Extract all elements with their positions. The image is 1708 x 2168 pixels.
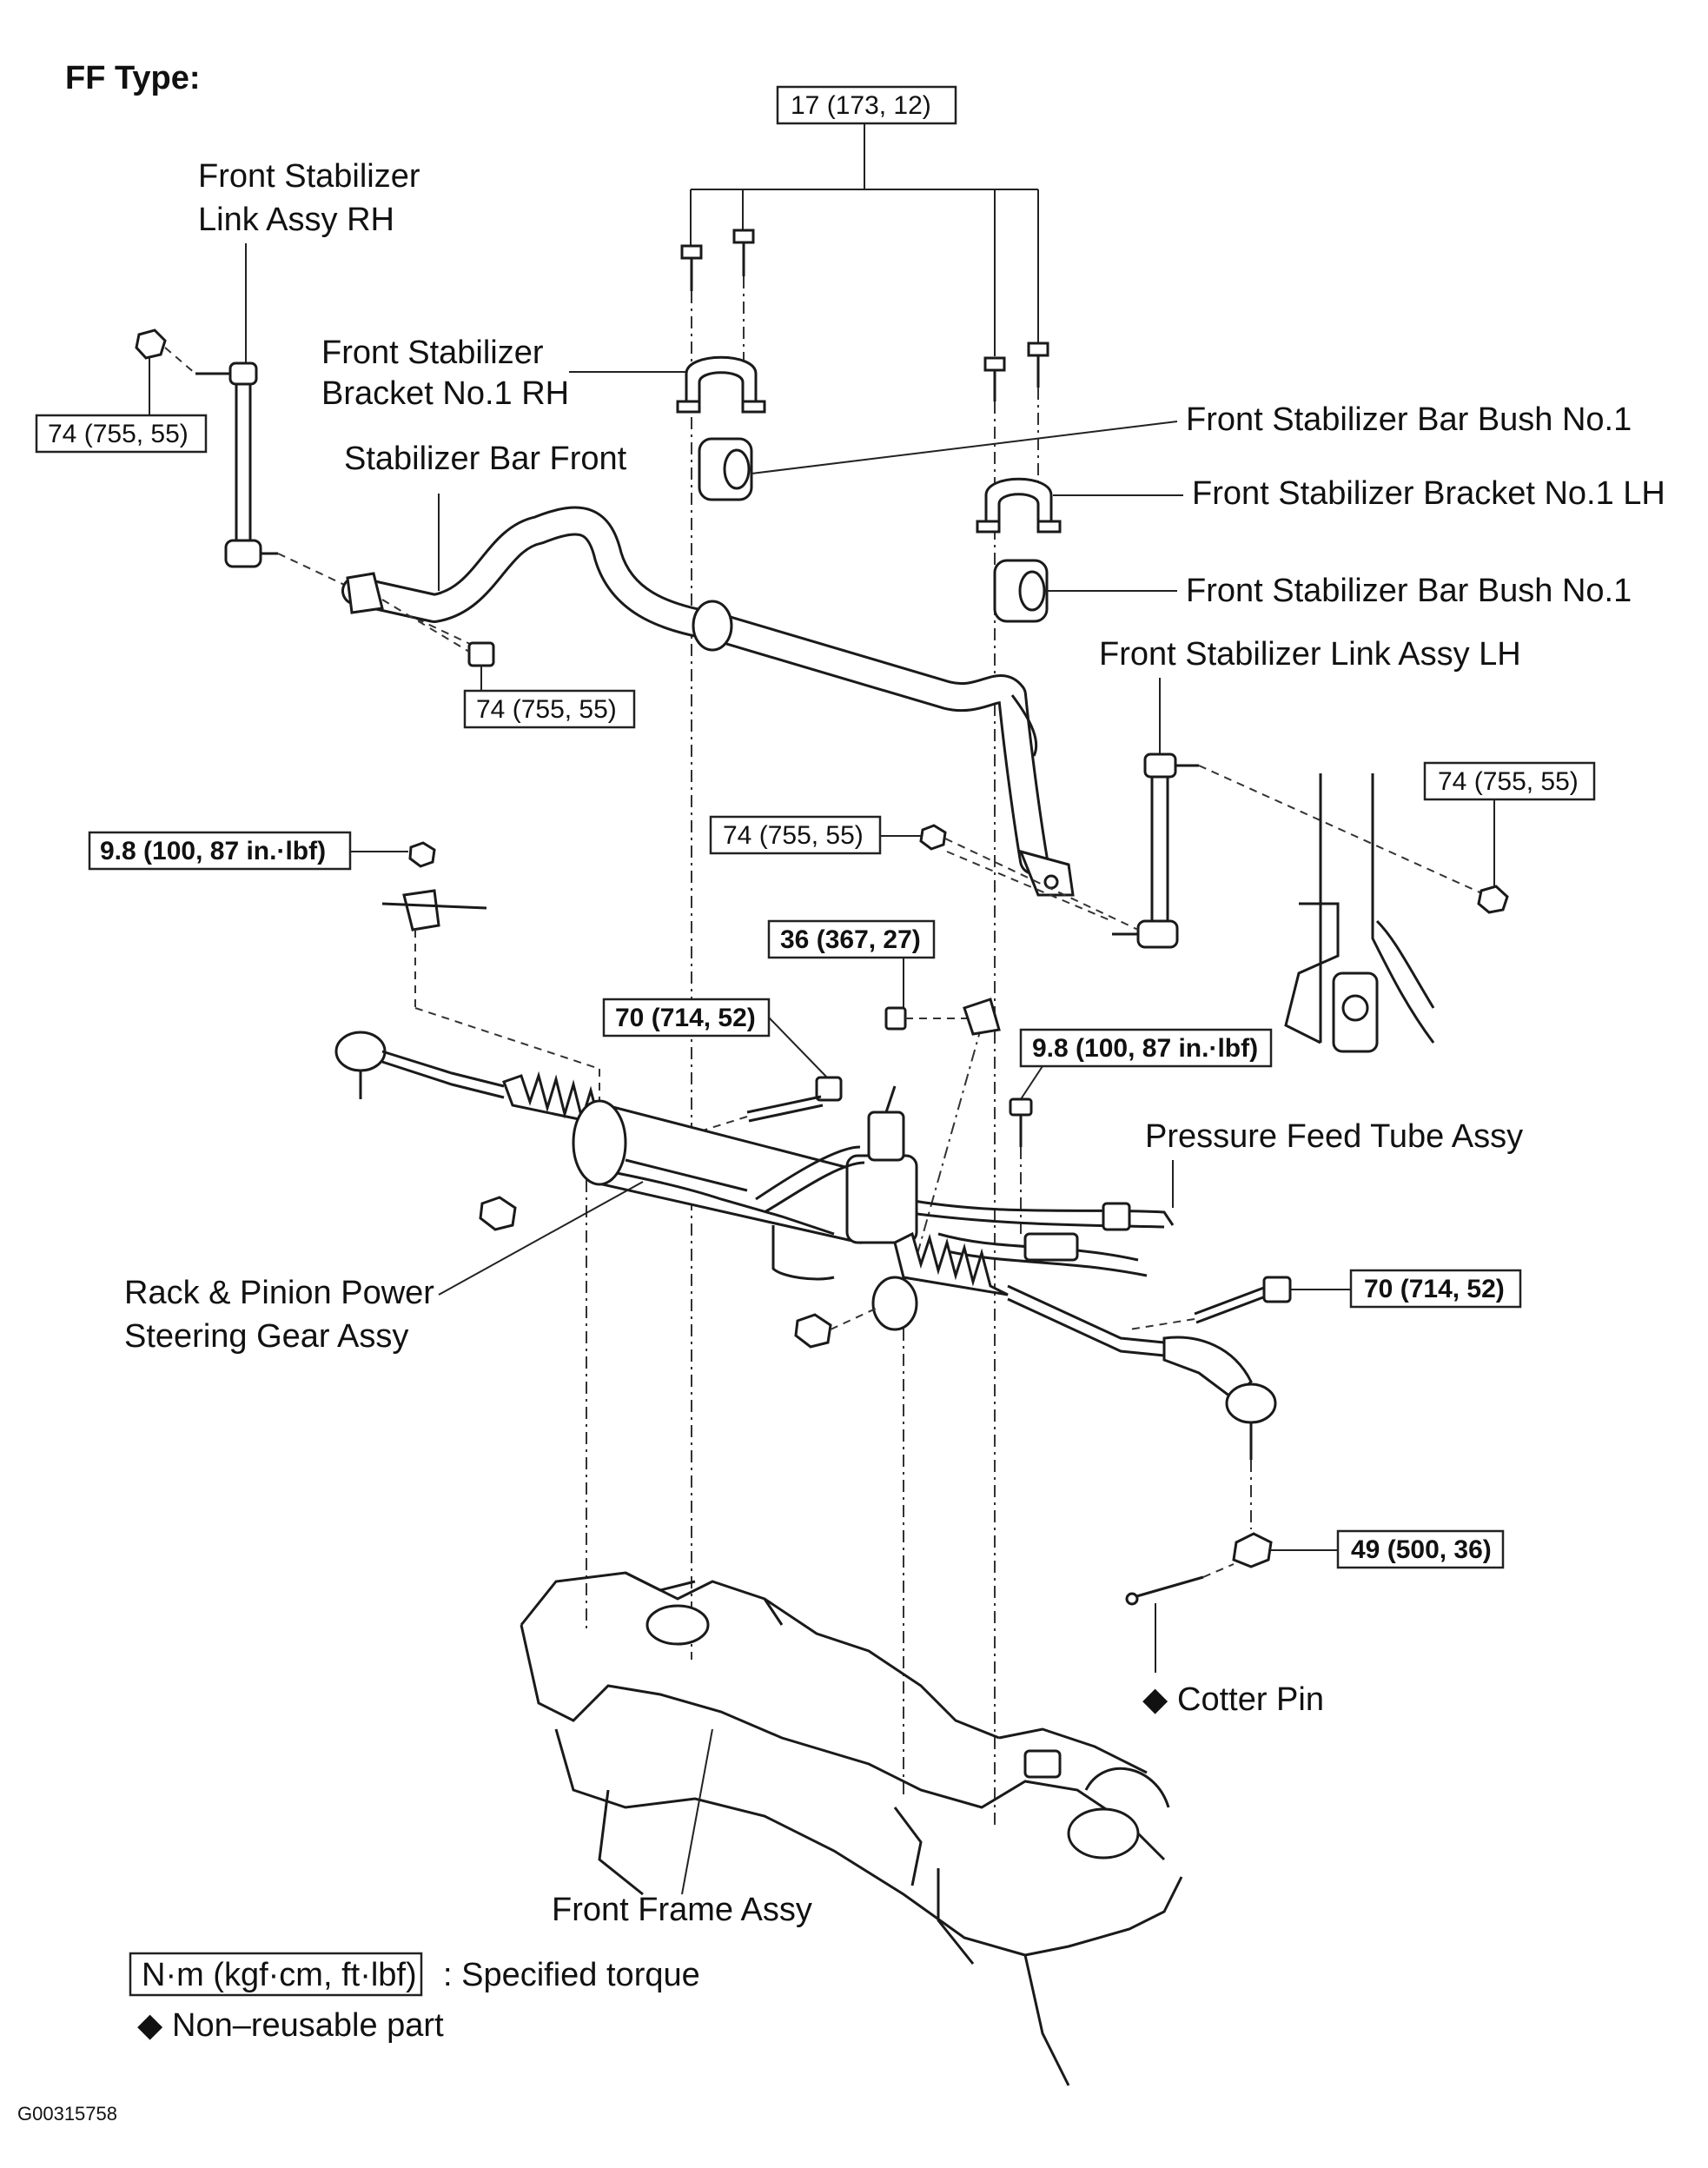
svg-text:74 (755, 55): 74 (755, 55) xyxy=(476,695,617,724)
stabilizer-link-rh xyxy=(195,361,278,568)
nut-bar-mid xyxy=(467,641,495,667)
label-bracket-rh-line1: Front Stabilizer xyxy=(321,335,544,371)
torque-box-bar-lh: 74 (755, 55) xyxy=(709,815,882,855)
alignment-lines xyxy=(586,276,1039,1825)
front-frame xyxy=(520,1571,1183,2086)
svg-text:N·m (kgf·cm, ft·lbf): N·m (kgf·cm, ft·lbf) xyxy=(142,1957,417,1993)
label-rack-line1: Rack & Pinion Power xyxy=(124,1275,434,1311)
bolt-lh-1 xyxy=(983,356,1006,401)
svg-text:70 (714, 52): 70 (714, 52) xyxy=(1364,1275,1505,1303)
top-bolt-bracket-lines xyxy=(690,122,1039,356)
label-stabilizer-bar-front: Stabilizer Bar Front xyxy=(344,441,627,477)
svg-text:70 (714, 52): 70 (714, 52) xyxy=(615,1004,756,1032)
nut-rack-right xyxy=(794,1313,832,1349)
bolt-rh-2 xyxy=(732,229,755,276)
svg-text:49 (500, 36): 49 (500, 36) xyxy=(1351,1535,1492,1564)
svg-text:17 (173, 12): 17 (173, 12) xyxy=(791,91,931,120)
bracket-lh xyxy=(976,477,1062,534)
figure-code: G00315758 xyxy=(17,2103,117,2125)
bush-lh xyxy=(993,559,1049,623)
torque-box-70-right: 70 (714, 52) xyxy=(1349,1269,1522,1309)
pressure-feed-tube xyxy=(903,1197,1175,1277)
legend-specified-torque: : Specified torque xyxy=(443,1957,700,1993)
bolt-rh-1 xyxy=(680,244,703,291)
nut-bar-lh xyxy=(919,824,947,851)
clamp-bracket xyxy=(381,889,487,932)
legend-nonreuse-symbol: ◆ xyxy=(137,2007,163,2044)
bolt-lh-2 xyxy=(1027,341,1049,388)
label-bush-1: Front Stabilizer Bar Bush No.1 xyxy=(1186,401,1632,438)
bracket-rh xyxy=(676,355,766,414)
label-cotter-pin: Cotter Pin xyxy=(1177,1681,1324,1718)
label-bracket-lh: Front Stabilizer Bracket No.1 LH xyxy=(1192,475,1665,512)
nonreuse-mark-cotter: ◆ xyxy=(1142,1681,1168,1718)
label-link-lh: Front Stabilizer Link Assy LH xyxy=(1099,636,1521,673)
nut-link-lh xyxy=(1477,885,1509,914)
torque-box-link-lh: 74 (755, 55) xyxy=(1423,761,1596,801)
steering-knuckle-lh xyxy=(1284,773,1435,1053)
nut-link-rh xyxy=(135,328,167,360)
label-bush-2: Front Stabilizer Bar Bush No.1 xyxy=(1186,573,1632,609)
torque-box-link-rh: 74 (755, 55) xyxy=(35,414,208,454)
torque-box-49: 49 (500, 36) xyxy=(1336,1529,1505,1569)
stabilizer-link-lh xyxy=(1112,753,1199,949)
nut-rack-left xyxy=(479,1196,517,1231)
steering-rack xyxy=(334,1031,1277,1460)
label-link-rh-line1: Front Stabilizer xyxy=(198,158,420,195)
label-pressure-feed-tube: Pressure Feed Tube Assy xyxy=(1145,1118,1523,1155)
page-title: FF Type: xyxy=(65,60,201,96)
bush-rh xyxy=(698,437,753,501)
torque-box-clamp: 9.8 (100, 87 in.·lbf) xyxy=(88,831,352,871)
svg-text:74 (755, 55): 74 (755, 55) xyxy=(1438,767,1579,796)
svg-text:9.8 (100, 87 in.·lbf): 9.8 (100, 87 in.·lbf) xyxy=(1032,1034,1258,1063)
bolt-70-left xyxy=(746,1076,843,1123)
legend-torque-box: N·m (kgf·cm, ft·lbf) xyxy=(129,1952,423,1997)
label-front-frame: Front Frame Assy xyxy=(552,1892,812,1928)
torque-box-bar-mid: 74 (755, 55) xyxy=(463,689,636,729)
torque-box-17: 17 (173, 12) xyxy=(776,85,957,125)
label-rack-line2: Steering Gear Assy xyxy=(124,1318,408,1355)
nut-clamp xyxy=(408,841,436,868)
stabilizer-bar xyxy=(341,506,1075,897)
castle-nut xyxy=(1232,1532,1273,1568)
svg-text:74 (755, 55): 74 (755, 55) xyxy=(723,821,864,850)
svg-text:74 (755, 55): 74 (755, 55) xyxy=(48,420,189,448)
cotter-pin xyxy=(1125,1575,1204,1606)
torque-box-36: 36 (367, 27) xyxy=(767,919,936,959)
torque-box-tube: 9.8 (100, 87 in.·lbf) xyxy=(1019,1028,1273,1068)
label-bracket-rh-line2: Bracket No.1 RH xyxy=(321,375,569,412)
legend-nonreuse-desc: Non–reusable part xyxy=(172,2007,444,2044)
bolt-tube xyxy=(1009,1097,1033,1147)
label-link-rh-line2: Link Assy RH xyxy=(198,202,394,238)
bolt-70-right xyxy=(1194,1276,1292,1324)
torque-box-70-left: 70 (714, 52) xyxy=(602,998,771,1038)
svg-text:9.8 (100, 87 in.·lbf): 9.8 (100, 87 in.·lbf) xyxy=(100,837,326,865)
bolt-36 xyxy=(884,998,1001,1036)
svg-text:36 (367, 27): 36 (367, 27) xyxy=(780,925,921,954)
